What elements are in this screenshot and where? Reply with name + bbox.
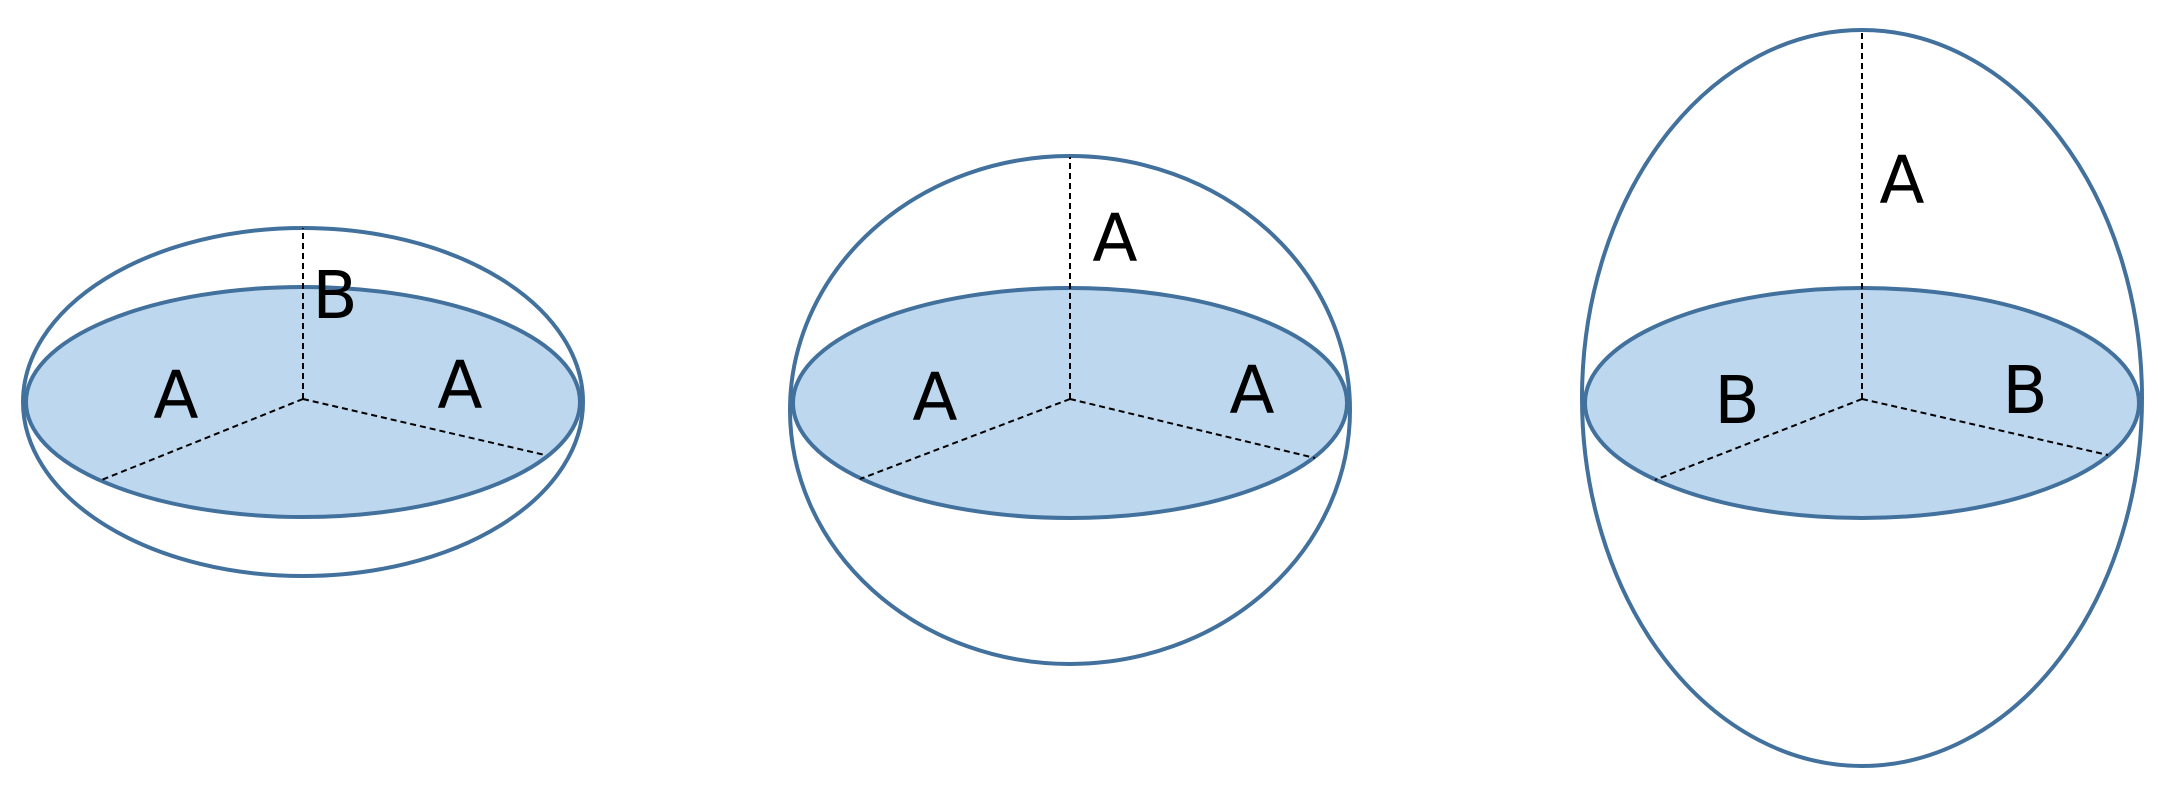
prolate-vertical-axis-label: A — [1879, 142, 1924, 219]
oblate-right-axis-line — [302, 398, 546, 456]
sphere-left-axis-line — [859, 398, 1071, 480]
oblate-vertical-axis-label: B — [312, 257, 357, 334]
oblate-left-axis-label: A — [153, 357, 198, 434]
sphere-left-axis-label: A — [912, 359, 957, 436]
prolate-left-axis-line — [1654, 398, 1863, 481]
prolate-equatorial-plane — [1583, 286, 2141, 520]
prolate-left-axis-label: B — [1714, 362, 1759, 439]
sphere-figure: A A A — [788, 154, 1352, 666]
oblate-spheroid-figure: B A A — [21, 226, 585, 578]
prolate-right-axis-line — [1861, 398, 2109, 456]
sphere-right-axis-line — [1069, 398, 1316, 459]
oblate-right-axis-label: A — [437, 347, 482, 424]
oblate-left-axis-line — [98, 398, 304, 482]
prolate-right-axis-label: B — [2002, 352, 2047, 429]
sphere-right-axis-label: A — [1229, 352, 1274, 429]
sphere-outline — [788, 154, 1352, 666]
sphere-vertical-axis-label: A — [1092, 200, 1137, 277]
prolate-outline — [1580, 28, 2144, 768]
oblate-equatorial-plane — [24, 285, 582, 519]
prolate-spheroid-figure: A B B — [1580, 28, 2144, 768]
